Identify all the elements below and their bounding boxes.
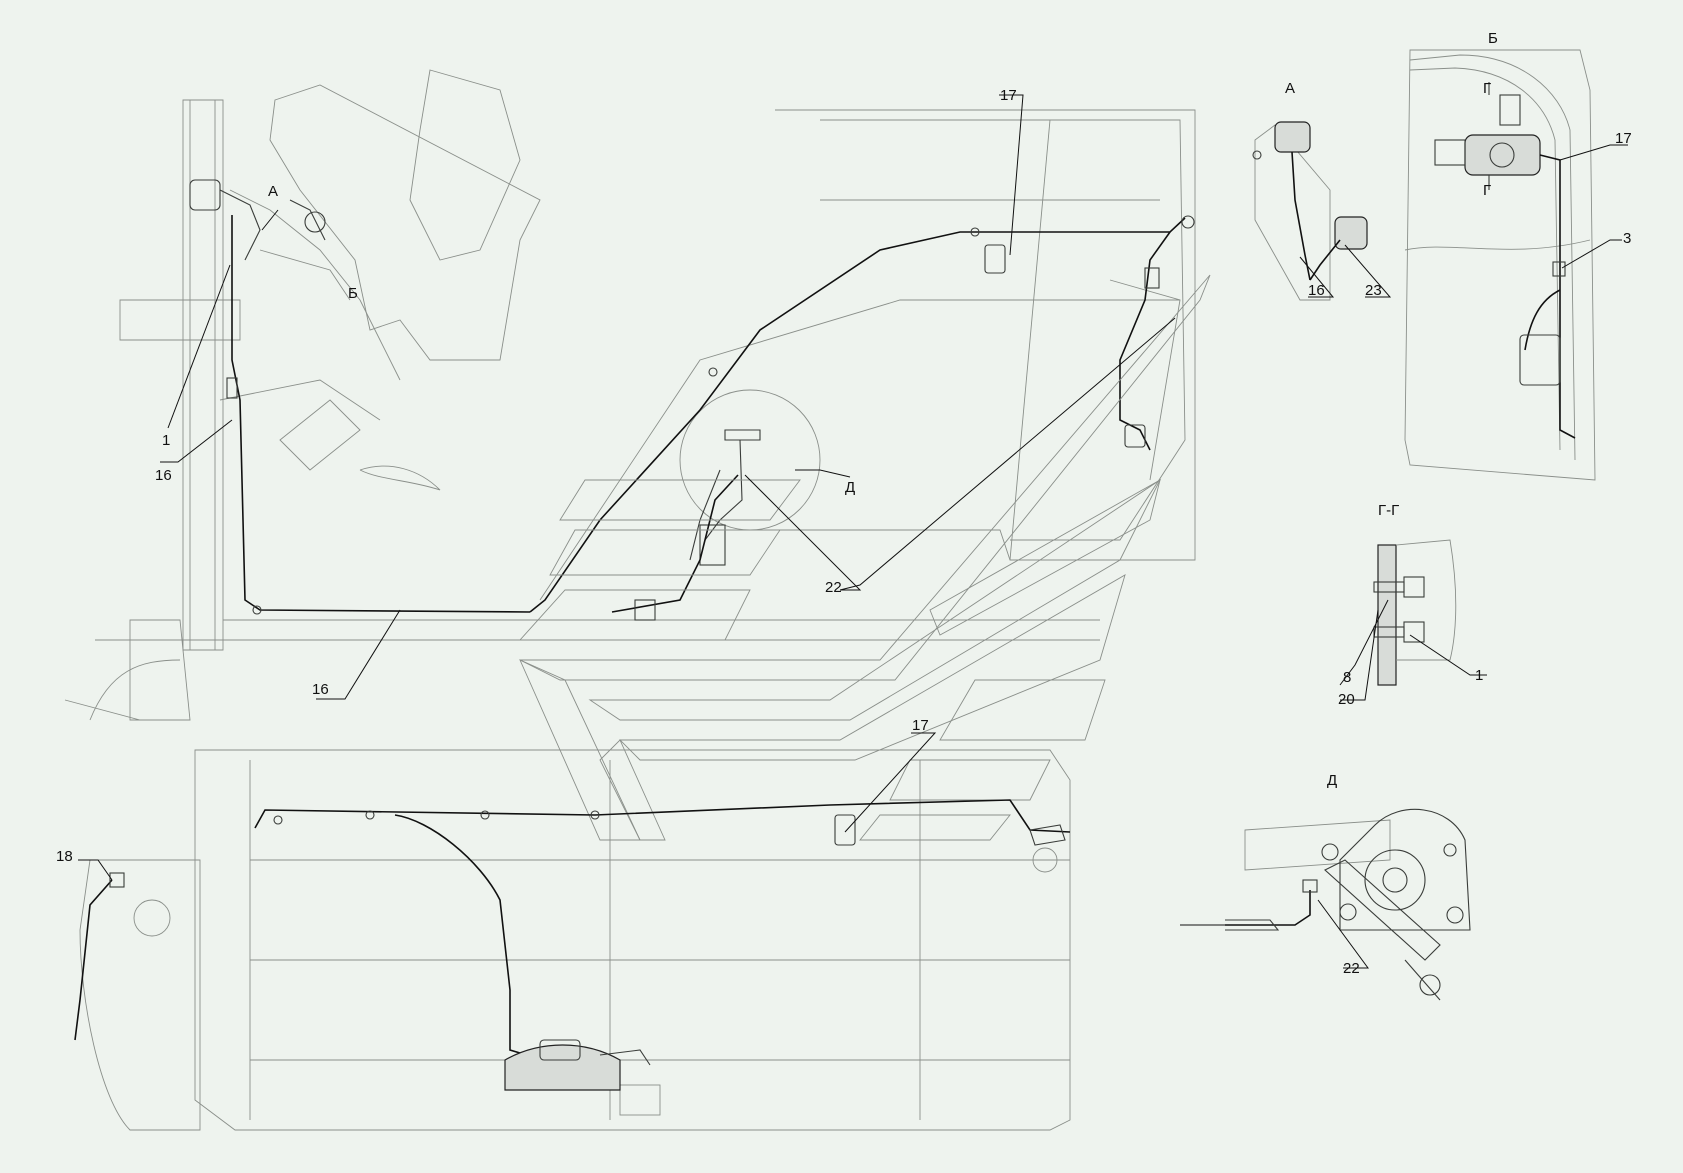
callout-16-pillar: 16: [155, 467, 172, 484]
bottom-view: [74, 749, 1071, 1131]
detail-b-section-mark-top: Г: [1483, 80, 1491, 97]
callout-22-main: 22: [825, 579, 842, 596]
view-mark-d: Д: [845, 479, 855, 496]
section-gg-callout-20: 20: [1338, 691, 1355, 708]
callout-17-door: 17: [1000, 87, 1017, 104]
callout-1: 1: [162, 432, 170, 449]
view-mark-b: Б: [348, 285, 358, 302]
callout-16-floor: 16: [312, 681, 329, 698]
detail-a-title: А: [1285, 80, 1295, 97]
detail-b-callout-3: 3: [1623, 230, 1631, 247]
labels: 1 16 16 17 17 18 22 22 А Б Д А 16 23 Б Г…: [56, 30, 1632, 977]
section-gg: [1373, 539, 1457, 686]
detail-a-callout-23: 23: [1365, 282, 1382, 299]
detail-b-title: Б: [1488, 30, 1498, 47]
detail-a-callout-16: 16: [1308, 282, 1325, 299]
view-mark-a: А: [268, 183, 278, 200]
callout-22-detail-d: 22: [1343, 960, 1360, 977]
callout-18: 18: [56, 848, 73, 865]
section-gg-callout-1: 1: [1475, 667, 1483, 684]
detail-b-section-mark-bottom: Г: [1483, 182, 1491, 199]
detail-d-title: Д: [1327, 772, 1337, 789]
detail-b: [1404, 49, 1596, 481]
detail-d: [1180, 808, 1471, 1001]
detail-a: [1252, 121, 1368, 301]
leader-lines: [78, 94, 1628, 969]
section-gg-callout-8: 8: [1343, 669, 1351, 686]
section-gg-title: Г-Г: [1378, 502, 1399, 519]
main-side-view: [64, 69, 1211, 841]
detail-b-callout-17: 17: [1615, 130, 1632, 147]
callout-17-bottom: 17: [912, 717, 929, 734]
